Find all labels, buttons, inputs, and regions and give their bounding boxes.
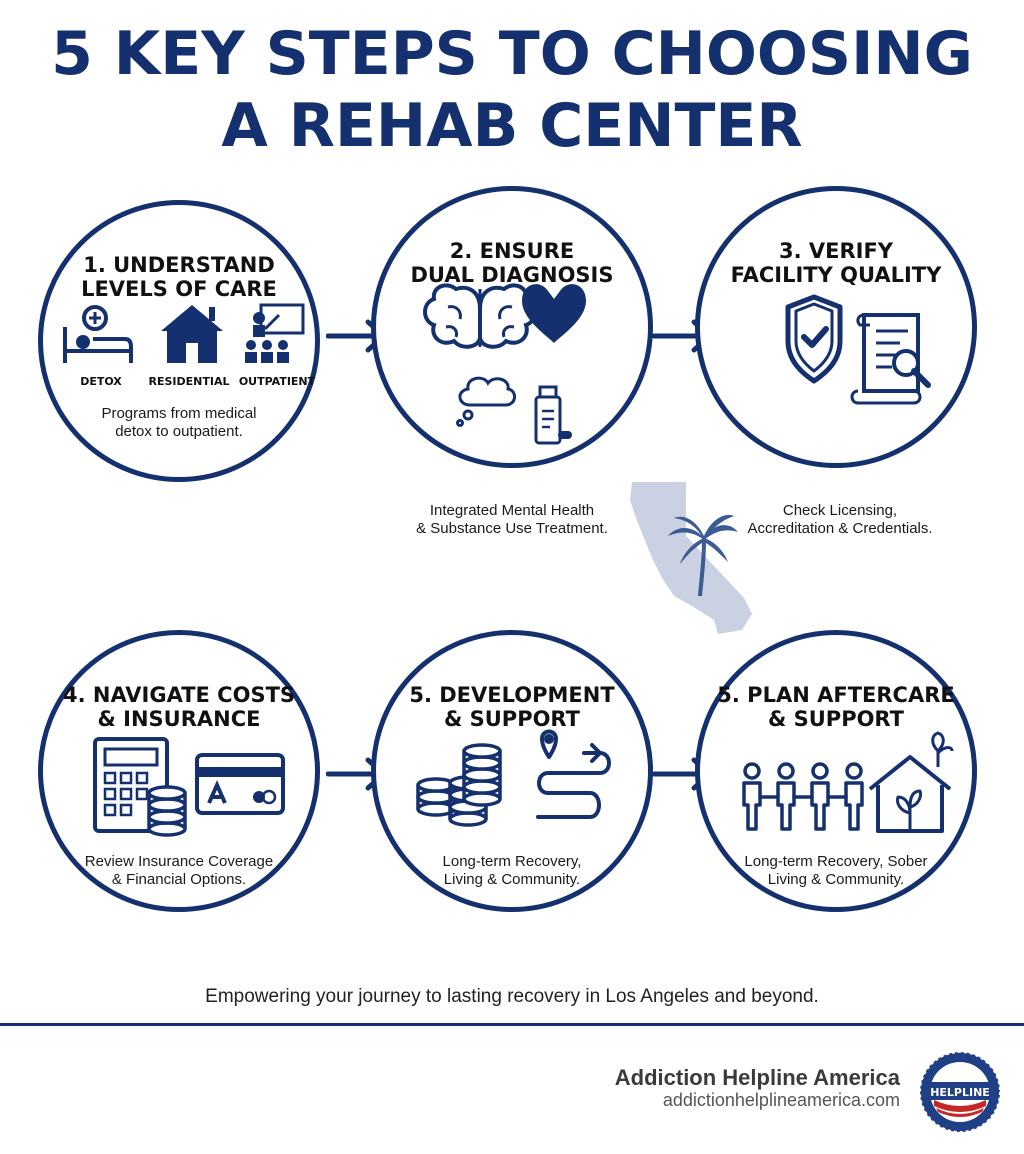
step-title-line: 5. PLAN AFTERCARE xyxy=(717,683,955,707)
calculator-icon xyxy=(93,737,169,833)
step-title-line: LEVELS OF CARE xyxy=(81,277,277,301)
step-2-icons xyxy=(423,283,586,445)
step-3-verify-facility-quality: 3. VERIFY FACILITY QUALITY xyxy=(695,186,977,468)
heart-icon xyxy=(522,284,586,343)
step-description-line: Living & Community. xyxy=(443,871,581,888)
step-description: Programs from medical detox to outpatien… xyxy=(43,405,315,441)
step-title-line: 5. DEVELOPMENT xyxy=(409,683,615,707)
medicine-bottle-icon xyxy=(534,385,572,445)
step-3-description: Check Licensing, Accreditation & Credent… xyxy=(720,502,960,538)
divider xyxy=(0,1023,1024,1026)
tagline: Empowering your journey to lasting recov… xyxy=(205,986,819,1007)
california-map-icon xyxy=(630,482,752,634)
step-6-plan-aftercare-support: 5. PLAN AFTERCARE & SUPPORT Long-term Re… xyxy=(695,630,977,912)
step-description: Long-term Recovery, Living & Community. xyxy=(376,853,648,889)
community-group-icon xyxy=(742,762,864,831)
step-title: 5. PLAN AFTERCARE & SUPPORT xyxy=(700,683,972,731)
title-line-2: A REHAB CENTER xyxy=(221,91,803,161)
step-5-icons xyxy=(416,729,611,827)
step-description-line: Long-term Recovery, xyxy=(442,853,582,870)
step-title: 3. VERIFY FACILITY QUALITY xyxy=(700,239,972,287)
brand-name: Addiction Helpline America xyxy=(614,1065,900,1090)
title-line-1: 5 KEY STEPS TO CHOOSING xyxy=(51,19,973,89)
step-title-line: 2. ENSURE xyxy=(449,239,575,263)
home-plant-icon xyxy=(868,731,954,833)
page-title: 5 KEY STEPS TO CHOOSING A REHAB CENTER xyxy=(0,18,1024,162)
step-description-line: & Financial Options. xyxy=(111,871,247,888)
coins-icon xyxy=(416,743,502,827)
step-6-icons xyxy=(742,731,954,833)
residential-label: RESIDENTIAL xyxy=(148,375,230,388)
step-4-icons xyxy=(93,737,285,837)
logo-text: HELPLINE xyxy=(930,1086,990,1099)
step-description-line: Integrated Mental Health xyxy=(429,502,595,519)
step-description-line: Review Insurance Coverage xyxy=(84,853,274,870)
step-description-line: Long-term Recovery, Sober xyxy=(744,853,928,870)
step-1-understand-levels-of-care: 1. UNDERSTAND LEVELS OF CARE xyxy=(38,200,320,482)
step-title-line: & INSURANCE xyxy=(97,707,261,731)
detox-label: DETOX xyxy=(80,375,122,388)
step-title-line: FACILITY QUALITY xyxy=(730,263,942,287)
brain-icon xyxy=(423,283,537,349)
step-1-icons xyxy=(63,303,305,363)
hospital-bed-icon xyxy=(63,305,133,363)
brand-url[interactable]: addictionhelplineamerica.com xyxy=(662,1090,900,1110)
step-description-line: & Substance Use Treatment. xyxy=(416,520,608,537)
step-title-line: & SUPPORT xyxy=(768,707,904,731)
document-search-icon xyxy=(850,313,931,405)
step-description: Long-term Recovery, Sober Living & Commu… xyxy=(700,853,972,889)
step-5-development-support: 5. DEVELOPMENT & SUPPORT Long-term Recov… xyxy=(371,630,653,912)
step-2-ensure-dual-diagnosis: 2. ENSURE DUAL DIAGNOSIS xyxy=(371,186,653,468)
step-3-icons xyxy=(785,294,931,405)
step-title: 1. UNDERSTAND LEVELS OF CARE xyxy=(43,253,315,301)
step-title: 2. ENSURE DUAL DIAGNOSIS xyxy=(376,239,648,287)
step-title-line: & SUPPORT xyxy=(444,707,580,731)
step-title-line: DUAL DIAGNOSIS xyxy=(410,263,614,287)
step-description-line: detox to outpatient. xyxy=(115,423,243,440)
step-description-line: Accreditation & Credentials. xyxy=(747,520,933,537)
step-description-line: Living & Community. xyxy=(767,871,905,888)
step-description-line: Programs from medical xyxy=(101,405,257,422)
helpline-seal-logo: HELPLINE xyxy=(919,1051,1001,1133)
step-4-navigate-costs-insurance: 4. NAVIGATE COSTS & INSURANCE xyxy=(38,630,320,912)
step-title-line: 4. NAVIGATE COSTS xyxy=(62,683,296,707)
step-description-line: Check Licensing, xyxy=(782,502,898,519)
step-description: Review Insurance Coverage & Financial Op… xyxy=(43,853,315,889)
house-icon xyxy=(161,305,223,363)
step-title: 5. DEVELOPMENT & SUPPORT xyxy=(376,683,648,731)
step-2-description: Integrated Mental Health & Substance Use… xyxy=(392,502,632,538)
shield-check-icon xyxy=(785,294,843,384)
classroom-presentation-icon xyxy=(245,303,305,363)
route-path-icon xyxy=(536,729,611,819)
outpatient-label: OUTPATIENT xyxy=(238,375,316,388)
credit-card-icon xyxy=(195,753,285,815)
step-title-line: 1. UNDERSTAND xyxy=(83,253,275,277)
thought-bubble-icon xyxy=(456,376,516,427)
step-title-line: 3. VERIFY xyxy=(778,239,894,263)
coin-stack-icon xyxy=(147,785,187,837)
step-title: 4. NAVIGATE COSTS & INSURANCE xyxy=(43,683,315,731)
